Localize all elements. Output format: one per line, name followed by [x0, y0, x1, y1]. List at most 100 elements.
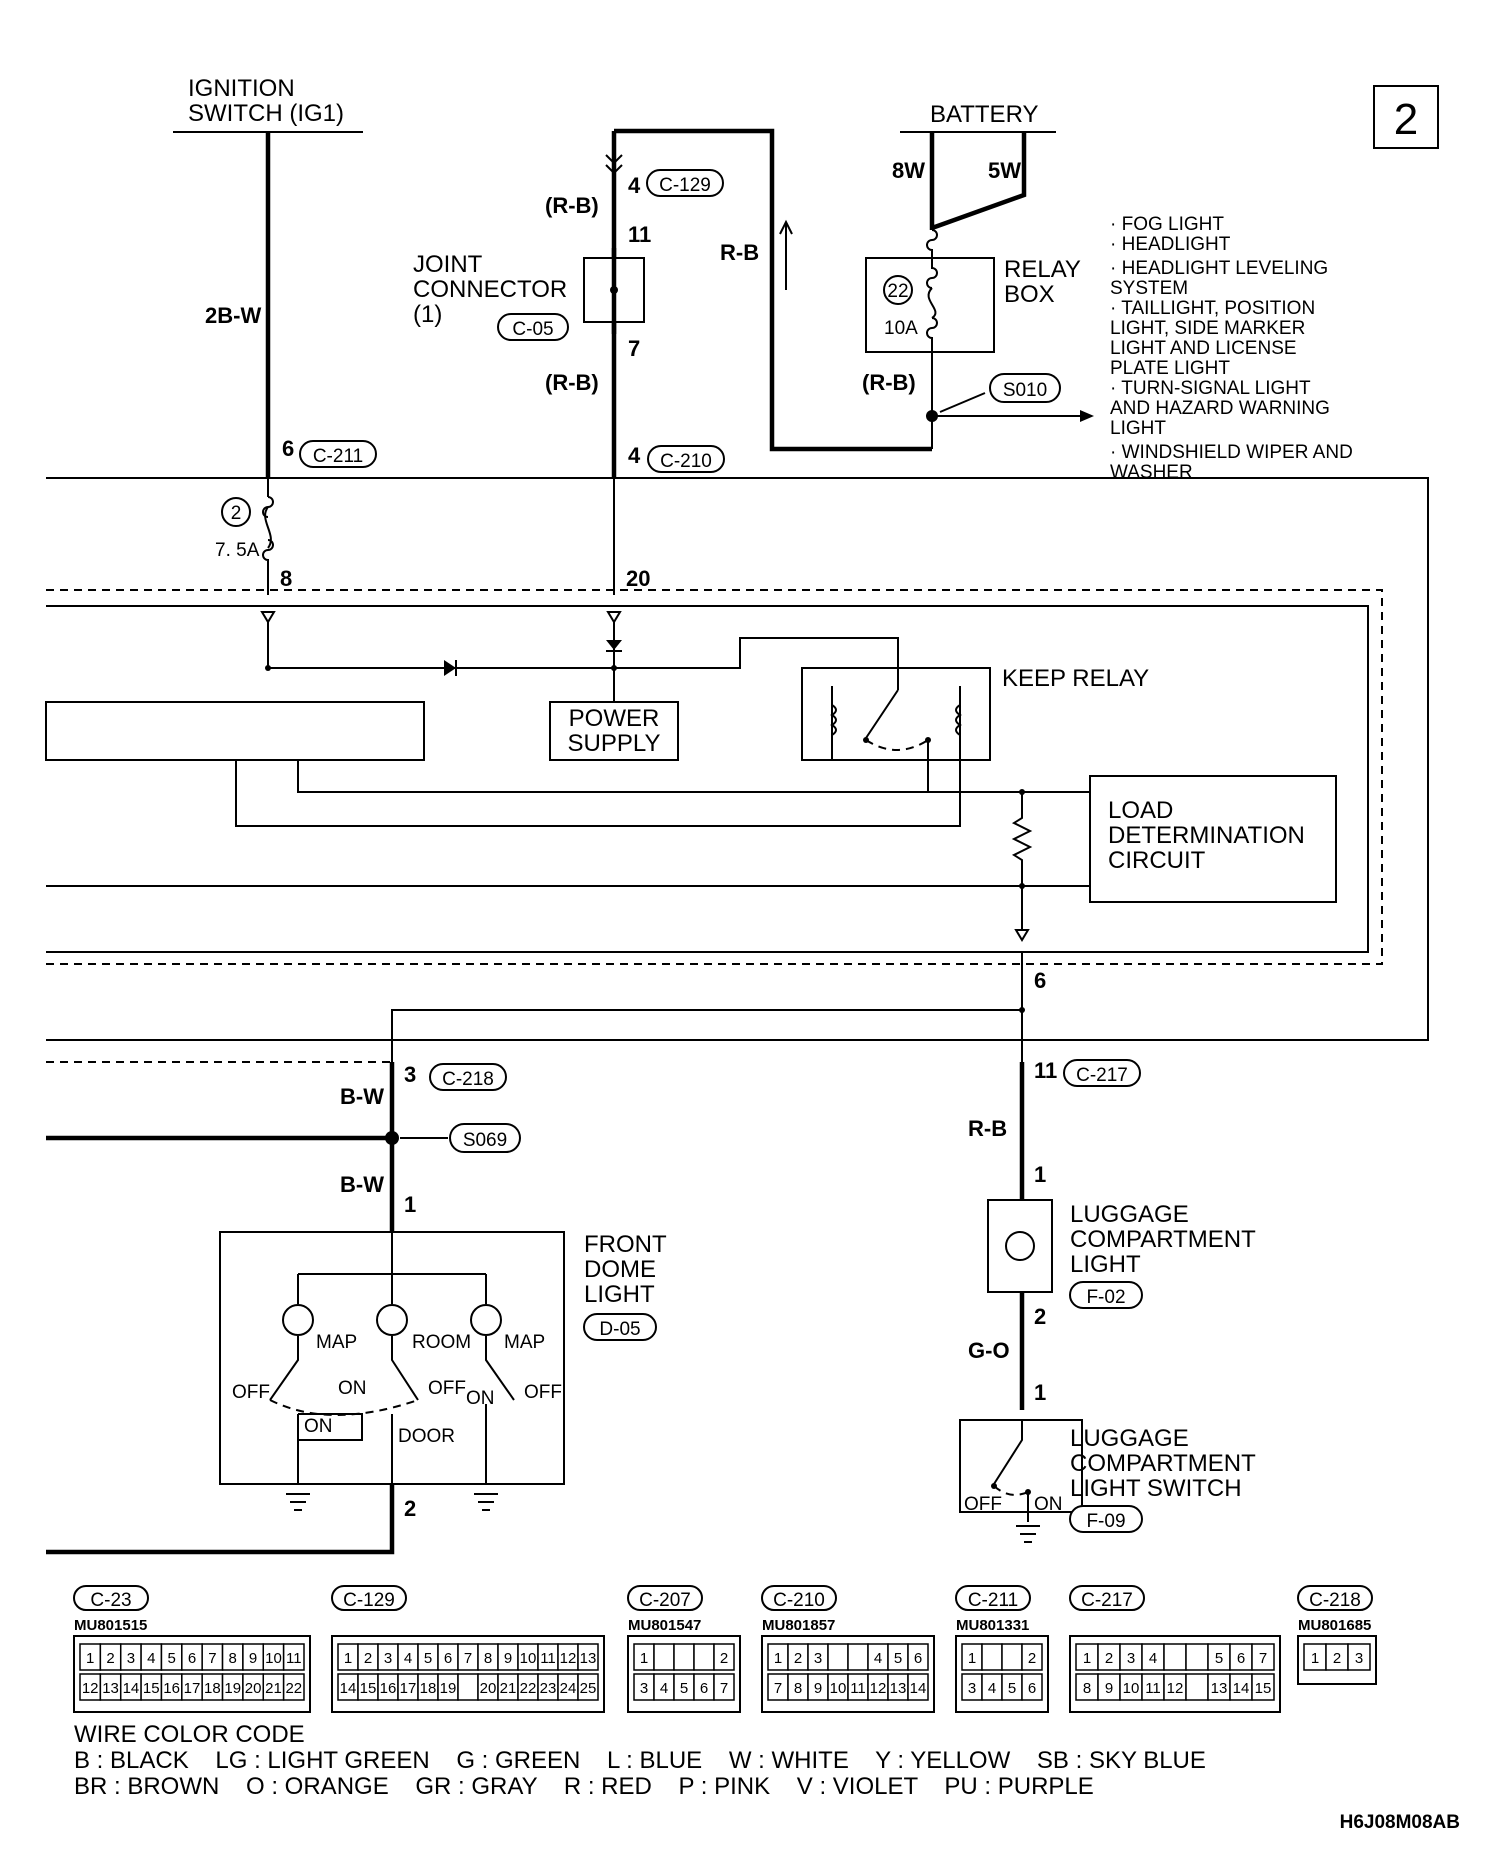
page-number: 2	[1394, 95, 1418, 144]
feed-item-10: LIGHT	[1110, 418, 1166, 439]
feed-item-5: LIGHT, SIDE MARKER	[1110, 318, 1305, 339]
connector-pin-cell	[1021, 1673, 1043, 1701]
connector-pin-label: 21	[265, 1680, 282, 1697]
connector-view-tag	[627, 1585, 703, 1611]
connector-pin-cell	[1251, 1643, 1275, 1671]
connector-pin-label: 4	[874, 1650, 882, 1667]
connector-pin-label: 1	[640, 1650, 648, 1667]
connector-pin-label: 3	[127, 1650, 135, 1667]
connector-pin-cell	[847, 1643, 869, 1671]
pin-c217: 11	[1034, 1058, 1057, 1083]
connector-pin-label: 6	[1028, 1680, 1036, 1697]
connector-view-tag	[761, 1585, 837, 1611]
lug-switch-label-1: LUGGAGE	[1070, 1425, 1189, 1452]
connector-pin-cell	[577, 1673, 599, 1701]
c211-tag	[299, 440, 377, 468]
connector-pin-label: 11	[850, 1680, 866, 1697]
connector-view-code: C-207	[639, 1590, 691, 1611]
connector-pin-label: 4	[988, 1680, 996, 1697]
dome-on1: ON	[304, 1416, 333, 1437]
d05-tag-text: D-05	[599, 1319, 640, 1340]
connector-pin-label: 1	[1083, 1650, 1091, 1667]
connector-pin-label: 17	[400, 1680, 417, 1697]
connector-pin-cell	[282, 1643, 305, 1671]
feed-item-7: PLATE LIGHT	[1110, 358, 1230, 379]
connector-pin-label: 13	[580, 1650, 597, 1667]
dome-label-2: DOME	[584, 1256, 656, 1283]
connector-pin-cell	[981, 1643, 1003, 1671]
pin-c218: 3	[404, 1062, 416, 1087]
wire-label-2bw: 2B-W	[205, 303, 261, 328]
keep-relay-coil-1	[830, 704, 837, 736]
connector-pin-label: 10	[265, 1650, 282, 1667]
connector-pin-label: 3	[1127, 1650, 1135, 1667]
connector-pin-label: 8	[229, 1650, 237, 1667]
pin-lug-2: 2	[1034, 1304, 1046, 1329]
dome-room: ROOM	[412, 1332, 471, 1353]
connector-pin-cell	[577, 1643, 599, 1671]
figure-id: H6J08M08AB	[1340, 1812, 1460, 1833]
connector-pin-label: 4	[147, 1650, 155, 1667]
joint-connector-dot	[610, 286, 618, 294]
connector-pin-label: 3	[640, 1680, 648, 1697]
map-lamp-right	[470, 1304, 502, 1336]
fuse2-number-circle	[221, 497, 251, 527]
connector-pin-label: 17	[184, 1680, 201, 1697]
connector-pin-label: 24	[560, 1680, 577, 1697]
wire-label-bw-bottom: B-W	[340, 1172, 384, 1197]
etacs-outline-inner	[46, 605, 1369, 953]
int-wire-loop-2	[297, 760, 1022, 793]
connector-pin-label: 14	[123, 1680, 140, 1697]
connector-pin-label: 18	[204, 1680, 221, 1697]
connector-pin-cell	[907, 1643, 929, 1671]
connector-pin-label: 9	[249, 1650, 257, 1667]
f02-tag-text: F-02	[1086, 1287, 1125, 1308]
feed-item-3: SYSTEM	[1110, 278, 1188, 299]
pin-c129: 4	[628, 173, 641, 198]
s069-tag	[449, 1123, 521, 1153]
connector-pin-label: 3	[814, 1650, 822, 1667]
connector-pin-label: 16	[163, 1680, 180, 1697]
connector-pin-label: 5	[1215, 1650, 1223, 1667]
connector-pin-label: 23	[540, 1680, 557, 1697]
load-label-3: CIRCUIT	[1108, 847, 1206, 874]
terminal-8-mark	[260, 611, 276, 624]
load-determination-box	[1089, 775, 1337, 903]
connector-pin-label: 1	[344, 1650, 352, 1667]
connector-pin-label: 25	[580, 1680, 597, 1697]
wire-label-go: G-O	[968, 1338, 1010, 1363]
f09-tag	[1069, 1505, 1143, 1533]
connector-pin-cell	[457, 1673, 479, 1701]
resistor	[1011, 792, 1033, 930]
connector-pin-label: 4	[1149, 1650, 1157, 1667]
connector-pin-label: 6	[914, 1650, 922, 1667]
jc-label-3: (1)	[413, 301, 442, 328]
battery-wire-5w: 5W	[988, 158, 1021, 183]
wire-label-rb-mid: (R-B)	[545, 370, 599, 395]
connector-view-part: MU801515	[74, 1617, 147, 1634]
connector-pin-label: 7	[1259, 1650, 1267, 1667]
connector-pin-label: 6	[700, 1680, 708, 1697]
keep-relay-label: KEEP RELAY	[1002, 665, 1149, 692]
ground-symbol-2	[474, 1493, 498, 1511]
dome-off1: OFF	[232, 1382, 270, 1403]
connector-view-part: MU801857	[762, 1617, 835, 1634]
diode	[444, 660, 456, 676]
lug-switch-label-3: LIGHT SWITCH	[1070, 1475, 1242, 1502]
dome-label-3: LIGHT	[584, 1281, 655, 1308]
c218-tag	[429, 1063, 507, 1091]
pin-etacs-20: 20	[626, 566, 650, 591]
map-lamp-left	[282, 1304, 314, 1336]
feed-item-0: · FOG LIGHT	[1110, 214, 1224, 235]
wire-label-rb-top: (R-B)	[545, 193, 599, 218]
wire-rb-riser	[614, 128, 932, 452]
connector-view-tag	[73, 1585, 149, 1611]
dome-return	[46, 1549, 395, 1555]
luggage-switch-arm	[993, 1420, 1023, 1485]
fuse2-number: 2	[231, 503, 242, 524]
luggage-lamp	[1005, 1231, 1035, 1261]
